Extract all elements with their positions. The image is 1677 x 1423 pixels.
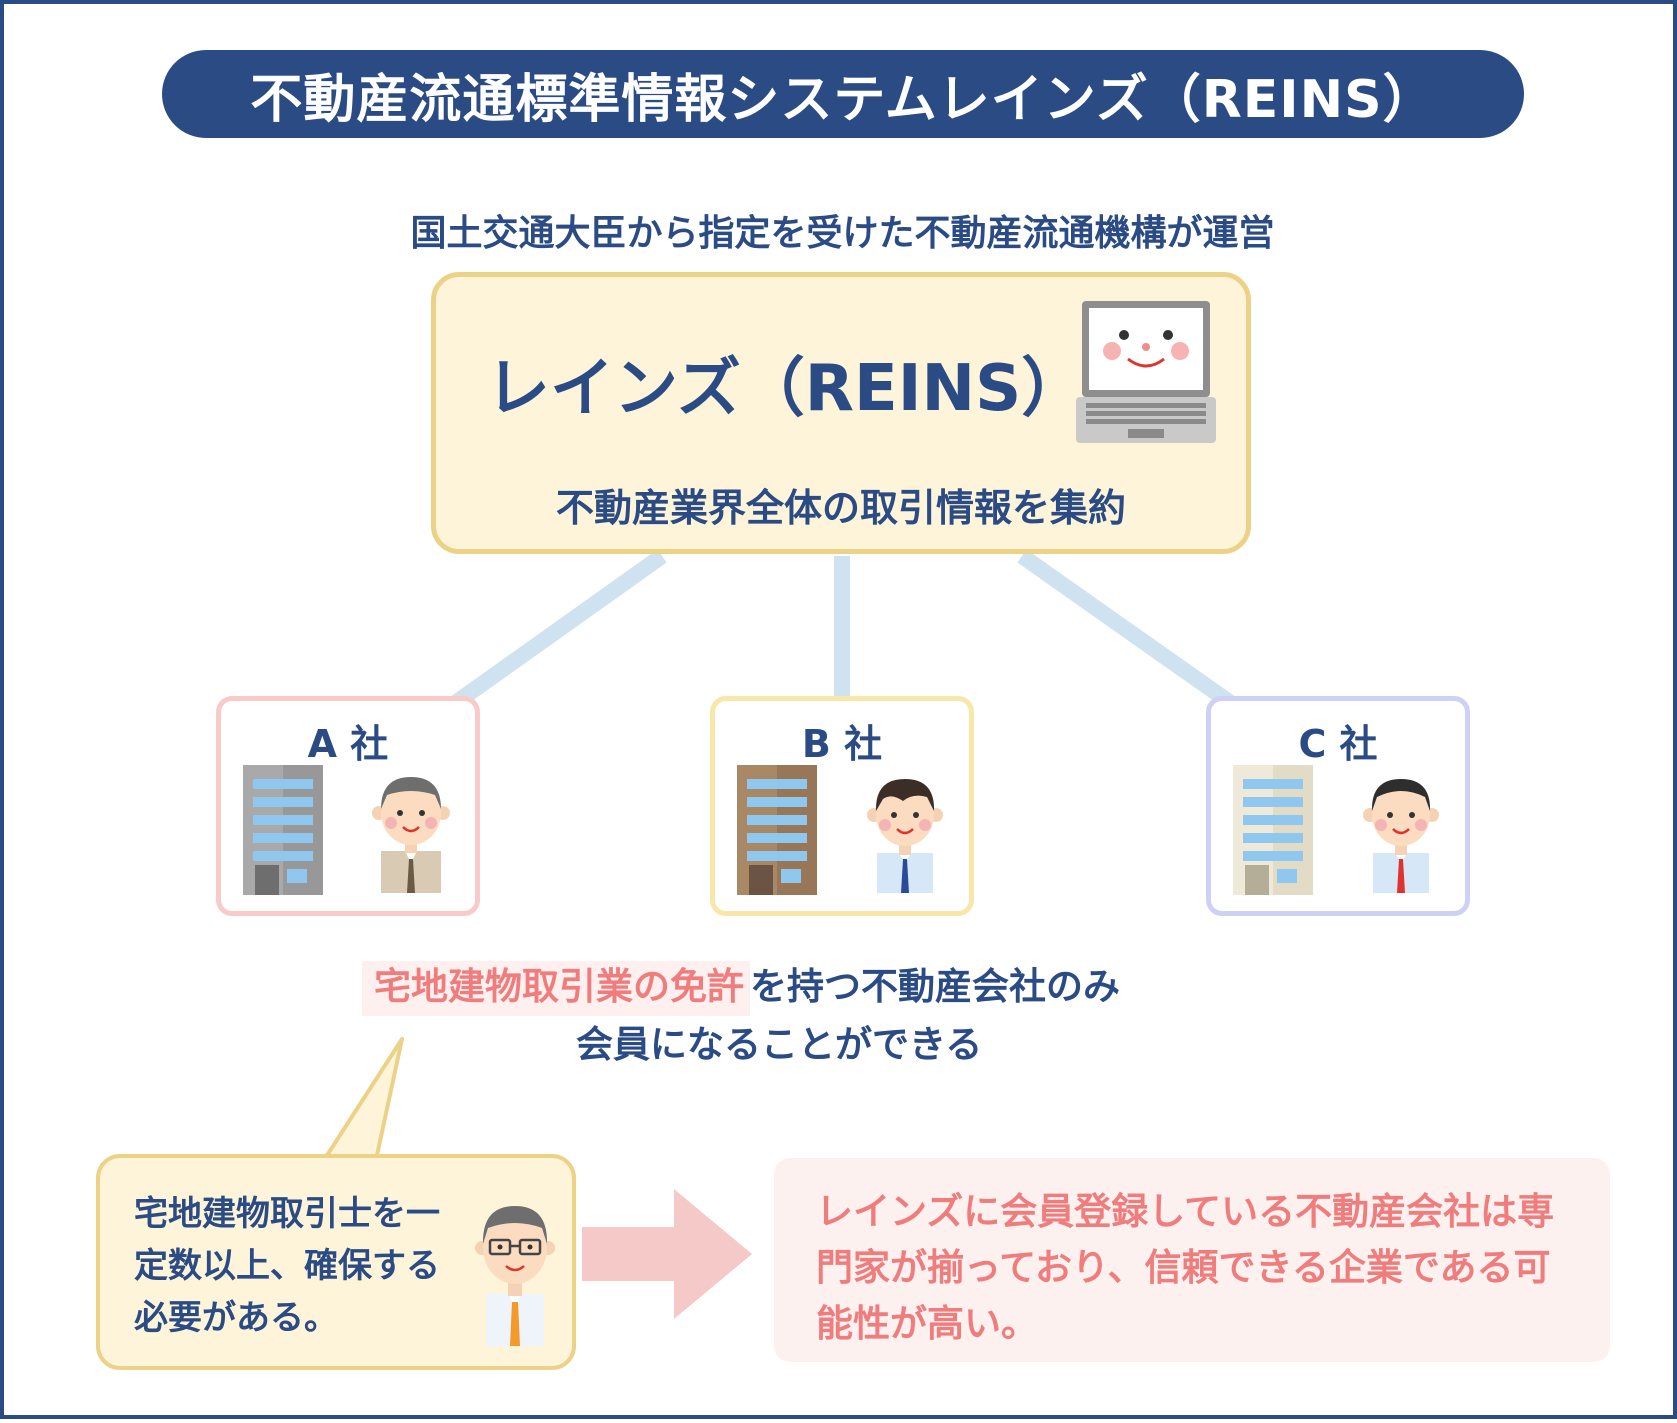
company-a-card: A 社 bbox=[216, 696, 480, 916]
right-arrow-icon bbox=[582, 1189, 752, 1323]
smiling-laptop-icon bbox=[1076, 297, 1216, 451]
membership-condition: 宅地建物取引業の免許を持つ不動産会社のみ 会員になることができる bbox=[362, 958, 1262, 1074]
reins-name: レインズ（REINS） bbox=[486, 352, 1086, 426]
company-b-name: B 社 bbox=[801, 722, 883, 766]
conclusion-box: レインズに会員登録している不動産会社は専門家が揃っており、信頼できる企業である可… bbox=[774, 1158, 1610, 1362]
glasses-man-icon bbox=[470, 1196, 560, 1350]
company-c-name: C 社 bbox=[1298, 722, 1378, 766]
businessman-icon bbox=[863, 771, 947, 897]
conclusion-text: レインズに会員登録している不動産会社は専門家が揃っており、信頼できる企業である可… bbox=[816, 1190, 1555, 1345]
reins-description: 不動産業界全体の取引情報を集約 bbox=[555, 486, 1126, 530]
businessman-icon bbox=[369, 771, 453, 897]
connector-a bbox=[449, 549, 667, 711]
bubble-text: 宅地建物取引士を一定数以上、確保する必要がある。 bbox=[134, 1194, 440, 1338]
company-b-card: B 社 bbox=[710, 696, 974, 916]
page-title: 不動産流通標準情報システムレインズ（REINS） bbox=[162, 50, 1524, 138]
connector-c bbox=[1017, 549, 1237, 711]
building-icon bbox=[243, 765, 323, 899]
connector-lines bbox=[449, 549, 1237, 711]
page-title-text: 不動産流通標準情報システムレインズ（REINS） bbox=[250, 69, 1436, 130]
company-c-card: C 社 bbox=[1206, 696, 1470, 916]
building-icon bbox=[737, 765, 817, 899]
operator-subtitle: 国土交通大臣から指定を受けた不動産流通機構が運営 bbox=[410, 213, 1275, 254]
reins-box: レインズ（REINS） 不動産業界全体の取引情報を集約 bbox=[431, 272, 1251, 554]
building-icon bbox=[1233, 765, 1313, 899]
license-highlight: 宅地建物取引業の免許 bbox=[362, 961, 750, 1016]
company-a-name: A 社 bbox=[307, 722, 389, 766]
speech-bubble: 宅地建物取引士を一定数以上、確保する必要がある。 bbox=[96, 1154, 576, 1370]
membership-line2: 会員になることができる bbox=[576, 1023, 983, 1066]
businessman-icon bbox=[1359, 771, 1443, 897]
membership-rest: を持つ不動産会社のみ bbox=[750, 965, 1120, 1008]
